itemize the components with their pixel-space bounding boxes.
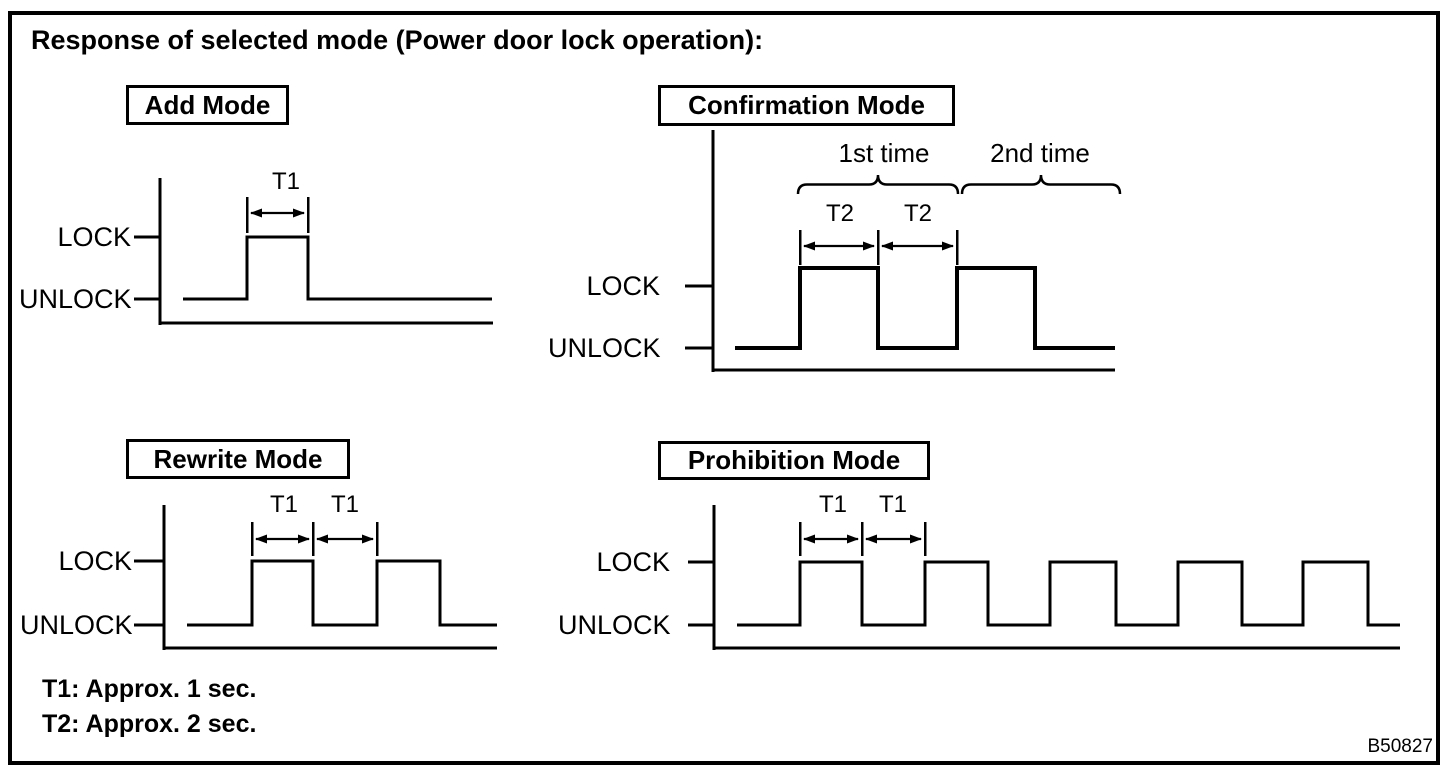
prohibition-mode-waveform xyxy=(737,560,1400,627)
second-time-label: 2nd time xyxy=(990,138,1090,168)
add-mode-t1-label: T1 xyxy=(271,168,301,195)
rewrite-mode-waveform xyxy=(187,559,497,627)
prohibition-mode-t1-label-1: T1 xyxy=(818,491,848,518)
mode-title-add: Add Mode xyxy=(126,85,289,125)
mode-title-rewrite: Rewrite Mode xyxy=(126,439,350,479)
second-time-brace xyxy=(960,174,1122,195)
figure-border xyxy=(8,11,1440,765)
confirmation-mode-t2-label-2: T2 xyxy=(903,200,933,227)
confirmation-mode-unlock-label: UNLOCK xyxy=(548,333,661,363)
t2-definition-note: T2: Approx. 2 sec. xyxy=(42,710,257,738)
add-mode-lock-label: LOCK xyxy=(57,222,131,252)
rewrite-mode-unlock-label: UNLOCK xyxy=(20,610,133,640)
confirmation-mode-t2-label-1: T2 xyxy=(825,200,855,227)
rewrite-mode-lock-label: LOCK xyxy=(58,546,132,576)
prohibition-mode-lock-label: LOCK xyxy=(596,547,670,577)
mode-title-prohibition: Prohibition Mode xyxy=(658,441,930,480)
confirmation-mode-waveform xyxy=(735,266,1115,350)
rewrite-mode-t1-label-1: T1 xyxy=(269,491,299,518)
first-time-brace xyxy=(796,174,960,195)
t1-definition-note: T1: Approx. 1 sec. xyxy=(42,675,257,703)
confirmation-mode-diagram xyxy=(685,130,1122,372)
rewrite-mode-t1-label-2: T1 xyxy=(330,491,360,518)
mode-title-confirmation: Confirmation Mode xyxy=(658,85,955,126)
first-time-label: 1st time xyxy=(838,138,930,168)
prohibition-mode-diagram xyxy=(688,505,1400,650)
prohibition-mode-unlock-label: UNLOCK xyxy=(558,610,671,640)
figure-code: B50827 xyxy=(1367,736,1433,757)
add-mode-waveform xyxy=(183,235,492,301)
prohibition-mode-t1-label-2: T1 xyxy=(878,491,908,518)
confirmation-mode-lock-label: LOCK xyxy=(586,271,660,301)
rewrite-mode-diagram xyxy=(134,505,497,650)
page-title: Response of selected mode (Power door lo… xyxy=(31,25,764,55)
add-mode-unlock-label: UNLOCK xyxy=(19,284,132,314)
add-mode-diagram xyxy=(134,178,493,325)
